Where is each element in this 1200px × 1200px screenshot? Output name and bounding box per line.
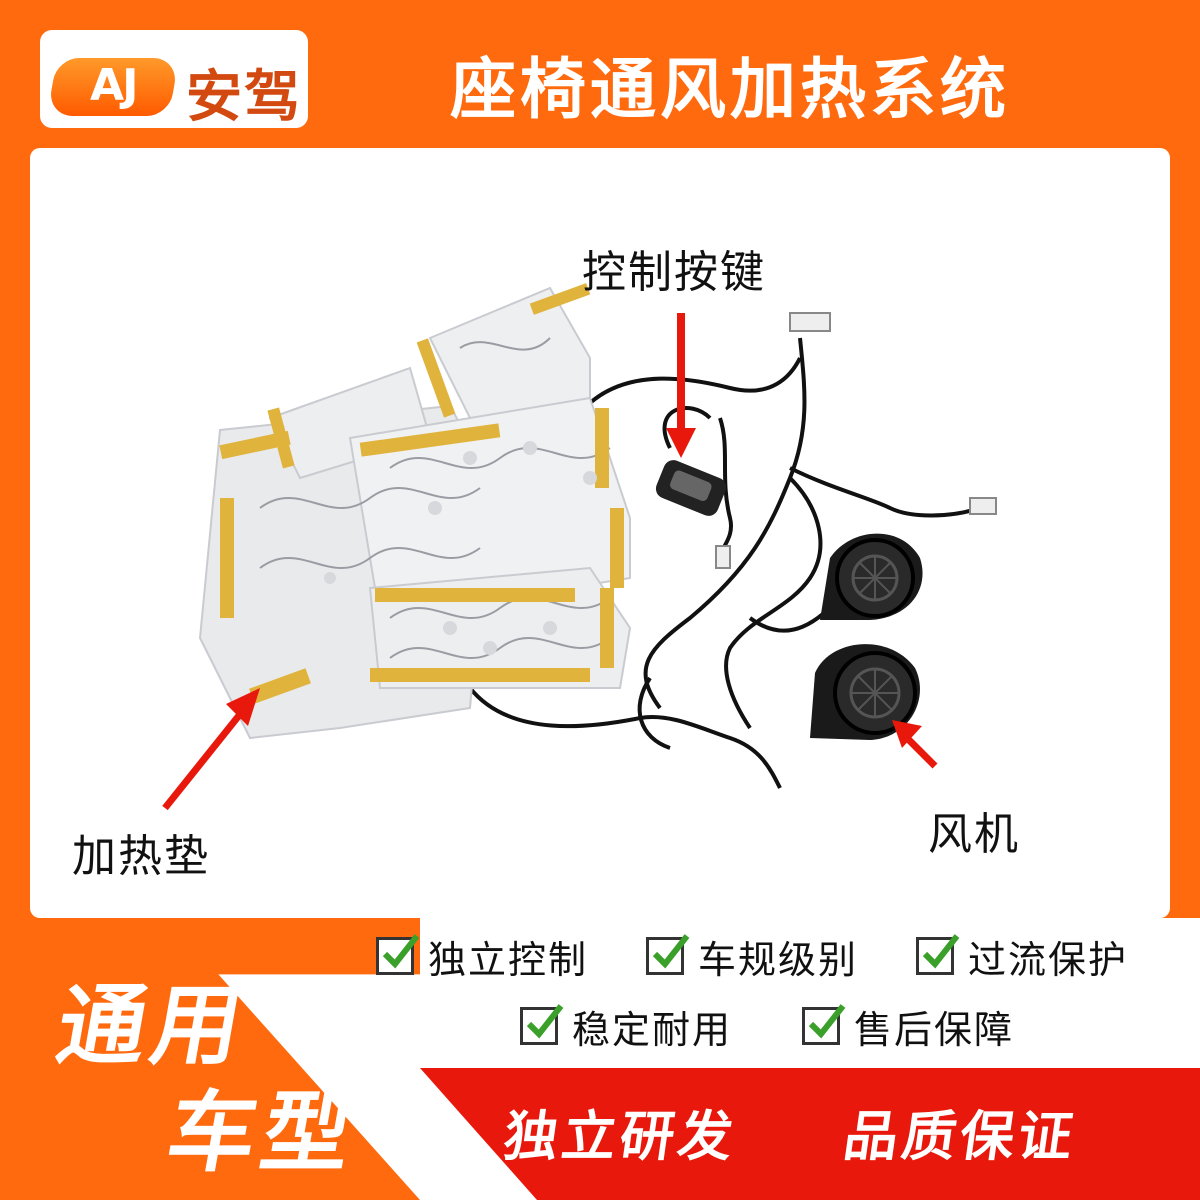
wiring-harness xyxy=(468,337,981,789)
brand-logo: AJ 安驾 xyxy=(40,30,308,130)
checkbox-checked-icon xyxy=(376,934,420,975)
arrow-up-right-icon xyxy=(162,688,260,811)
blower-fan xyxy=(810,644,920,740)
label-fan: 风机 xyxy=(928,809,1020,860)
checkbox-checked-icon xyxy=(802,1004,846,1045)
logo-mark-text: AJ xyxy=(90,60,137,111)
slogan-independent-rd: 独立研发 xyxy=(499,1105,741,1168)
feature-item: 过流保护 xyxy=(916,928,1128,984)
connector-plug xyxy=(715,545,731,569)
product-illustration xyxy=(162,283,997,811)
universal-text-line2: 车型 xyxy=(159,1081,366,1184)
arrows xyxy=(162,313,938,811)
feature-item: 售后保障 xyxy=(802,998,1014,1054)
feature-list: 独立控制 车规级别 过流保护 稳定耐用 售后保障 xyxy=(0,918,1200,1058)
arrow-up-left-icon xyxy=(892,720,938,769)
label-control-buttons: 控制按键 xyxy=(582,247,766,298)
arrow-down-icon xyxy=(666,313,696,458)
feature-item: 稳定耐用 xyxy=(520,998,732,1054)
product-panel: 控制按键 加热垫 风机 xyxy=(30,148,1170,918)
logo-mark: AJ xyxy=(46,58,180,116)
slogan-band xyxy=(420,1068,1200,1200)
page-title: 座椅通风加热系统 xyxy=(450,51,1010,128)
heating-pads xyxy=(198,283,632,740)
slogan-quality-assurance: 品质保证 xyxy=(839,1105,1081,1168)
feature-item: 独立控制 xyxy=(376,928,588,984)
blower-fan xyxy=(820,533,923,620)
checkbox-checked-icon xyxy=(916,934,960,975)
label-heating-pad: 加热垫 xyxy=(72,831,210,882)
connector-plug xyxy=(969,497,997,515)
connector-plug xyxy=(789,312,831,332)
feature-item: 车规级别 xyxy=(646,928,858,984)
checkbox-checked-icon xyxy=(520,1004,564,1045)
logo-name: 安驾 xyxy=(186,65,302,130)
checkbox-checked-icon xyxy=(646,934,690,975)
control-button-unit xyxy=(655,460,727,516)
